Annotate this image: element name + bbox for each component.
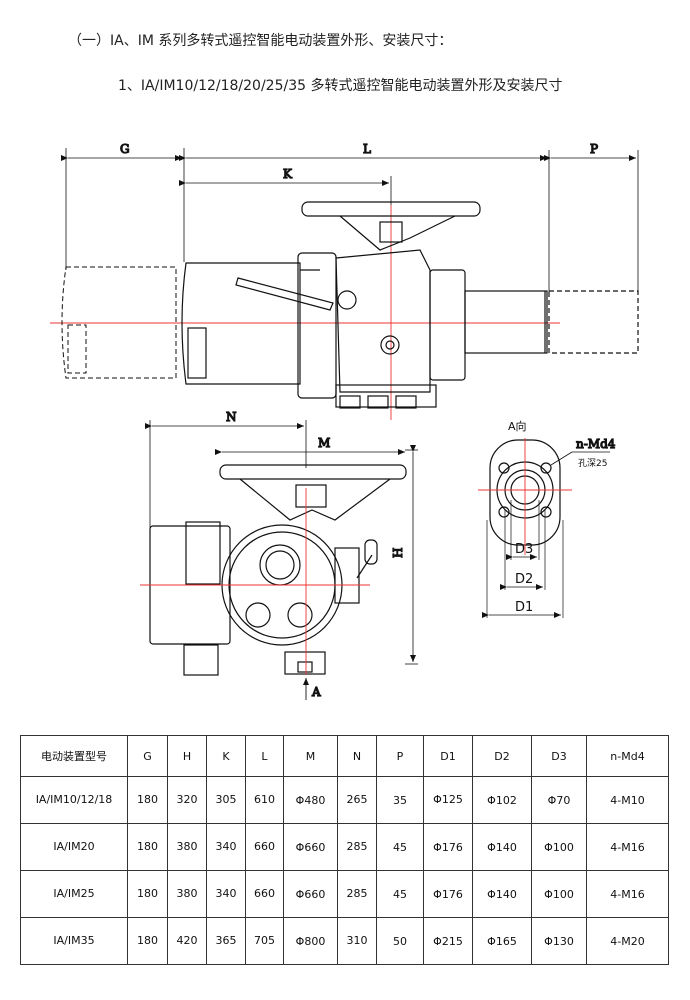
cell-h: 420 — [167, 917, 207, 965]
cell-h: 320 — [167, 776, 207, 824]
cell-model: IA/IM25 — [20, 870, 128, 918]
cell-n-md: 4-M16 — [586, 870, 669, 918]
cell-g: 180 — [127, 776, 168, 824]
cell-d2: Φ165 — [472, 917, 532, 965]
side-view: G L P K — [50, 141, 639, 420]
dim-h: H — [391, 548, 405, 558]
cell-l: 610 — [245, 776, 284, 824]
cell-d2: Φ102 — [472, 776, 532, 824]
cell-g: 180 — [127, 870, 168, 918]
dim-p: P — [590, 142, 598, 156]
dim-l: L — [363, 142, 371, 156]
table-row: IA/IM20 180 380 340 660 Φ660 285 45 Φ176… — [20, 823, 669, 871]
dim-g: G — [120, 142, 130, 156]
cell-d3: Φ100 — [531, 870, 587, 918]
cell-g: 180 — [127, 917, 168, 965]
cell-k: 340 — [206, 870, 246, 918]
header-cell: K — [206, 735, 246, 777]
section-heading: （一）IA、IM 系列多转式遥控智能电动装置外形、安装尺寸： — [68, 33, 453, 49]
cell-model: IA/IM20 — [20, 823, 128, 871]
cell-d1: Φ125 — [423, 776, 473, 824]
front-view: N M H A — [140, 409, 418, 700]
cell-h: 380 — [167, 870, 207, 918]
cell-m: Φ800 — [283, 917, 338, 965]
table-header-row: 电动装置型号 G H K L M N P D1 D2 D3 n-Md4 — [20, 735, 669, 777]
dim-d2: D2 — [515, 572, 533, 587]
cell-p: 50 — [376, 917, 424, 965]
cell-d3: Φ70 — [531, 776, 587, 824]
header-cell: D1 — [423, 735, 473, 777]
arrow-a-label: A — [311, 685, 321, 699]
cell-m: Φ480 — [283, 776, 338, 824]
header-cell: L — [245, 735, 284, 777]
cell-p: 35 — [376, 776, 424, 824]
dim-k: K — [283, 167, 293, 181]
cell-n-md: 4-M16 — [586, 823, 669, 871]
cell-m: Φ660 — [283, 870, 338, 918]
dim-d3: D3 — [515, 542, 533, 557]
header-cell: G — [127, 735, 168, 777]
cell-n: 285 — [337, 870, 377, 918]
dim-n: N — [226, 410, 237, 424]
spec-table: 电动装置型号 G H K L M N P D1 D2 D3 n-Md4 IA/I… — [20, 735, 669, 965]
header-cell: H — [167, 735, 207, 777]
cell-d1: Φ215 — [423, 917, 473, 965]
header-cell: n-Md4 — [586, 735, 669, 777]
cell-l: 660 — [245, 823, 284, 871]
dim-n-md: n-Md4 — [576, 437, 616, 451]
cell-p: 45 — [376, 870, 424, 918]
cell-d2: Φ140 — [472, 823, 532, 871]
cell-h: 380 — [167, 823, 207, 871]
flange-view: A向 n-Md4 孔深25 D3 D2 D1 — [478, 419, 616, 618]
cell-k: 365 — [206, 917, 246, 965]
cell-l: 660 — [245, 870, 284, 918]
header-cell: P — [376, 735, 424, 777]
header-cell: D2 — [472, 735, 532, 777]
cell-k: 340 — [206, 823, 246, 871]
actuator-drawing: G L P K — [50, 141, 639, 700]
header-cell: D3 — [531, 735, 587, 777]
cell-model: IA/IM10/12/18 — [20, 776, 128, 824]
sub-heading: 1、IA/IM10/12/18/20/25/35 多转式遥控智能电动装置外形及安… — [118, 78, 563, 94]
cell-d3: Φ130 — [531, 917, 587, 965]
cell-n: 310 — [337, 917, 377, 965]
cell-k: 305 — [206, 776, 246, 824]
table-row: IA/IM35 180 420 365 705 Φ800 310 50 Φ215… — [20, 917, 669, 965]
cell-d2: Φ140 — [472, 870, 532, 918]
cell-g: 180 — [127, 823, 168, 871]
cell-d3: Φ100 — [531, 823, 587, 871]
cell-d1: Φ176 — [423, 823, 473, 871]
table-row: IA/IM10/12/18 180 320 305 610 Φ480 265 3… — [20, 776, 669, 824]
header-cell: N — [337, 735, 377, 777]
header-cell: M — [283, 735, 338, 777]
cell-n-md: 4-M20 — [586, 917, 669, 965]
cell-n: 265 — [337, 776, 377, 824]
cell-n: 285 — [337, 823, 377, 871]
cell-model: IA/IM35 — [20, 917, 128, 965]
dim-m: M — [318, 436, 330, 450]
cell-l: 705 — [245, 917, 284, 965]
cell-n-md: 4-M10 — [586, 776, 669, 824]
view-a-label: A向 — [508, 419, 527, 433]
cell-d1: Φ176 — [423, 870, 473, 918]
cell-m: Φ660 — [283, 823, 338, 871]
table-row: IA/IM25 180 380 340 660 Φ660 285 45 Φ176… — [20, 870, 669, 918]
depth-label: 孔深25 — [578, 458, 607, 469]
cell-p: 45 — [376, 823, 424, 871]
dim-d1: D1 — [515, 600, 533, 615]
header-cell: 电动装置型号 — [20, 735, 128, 777]
